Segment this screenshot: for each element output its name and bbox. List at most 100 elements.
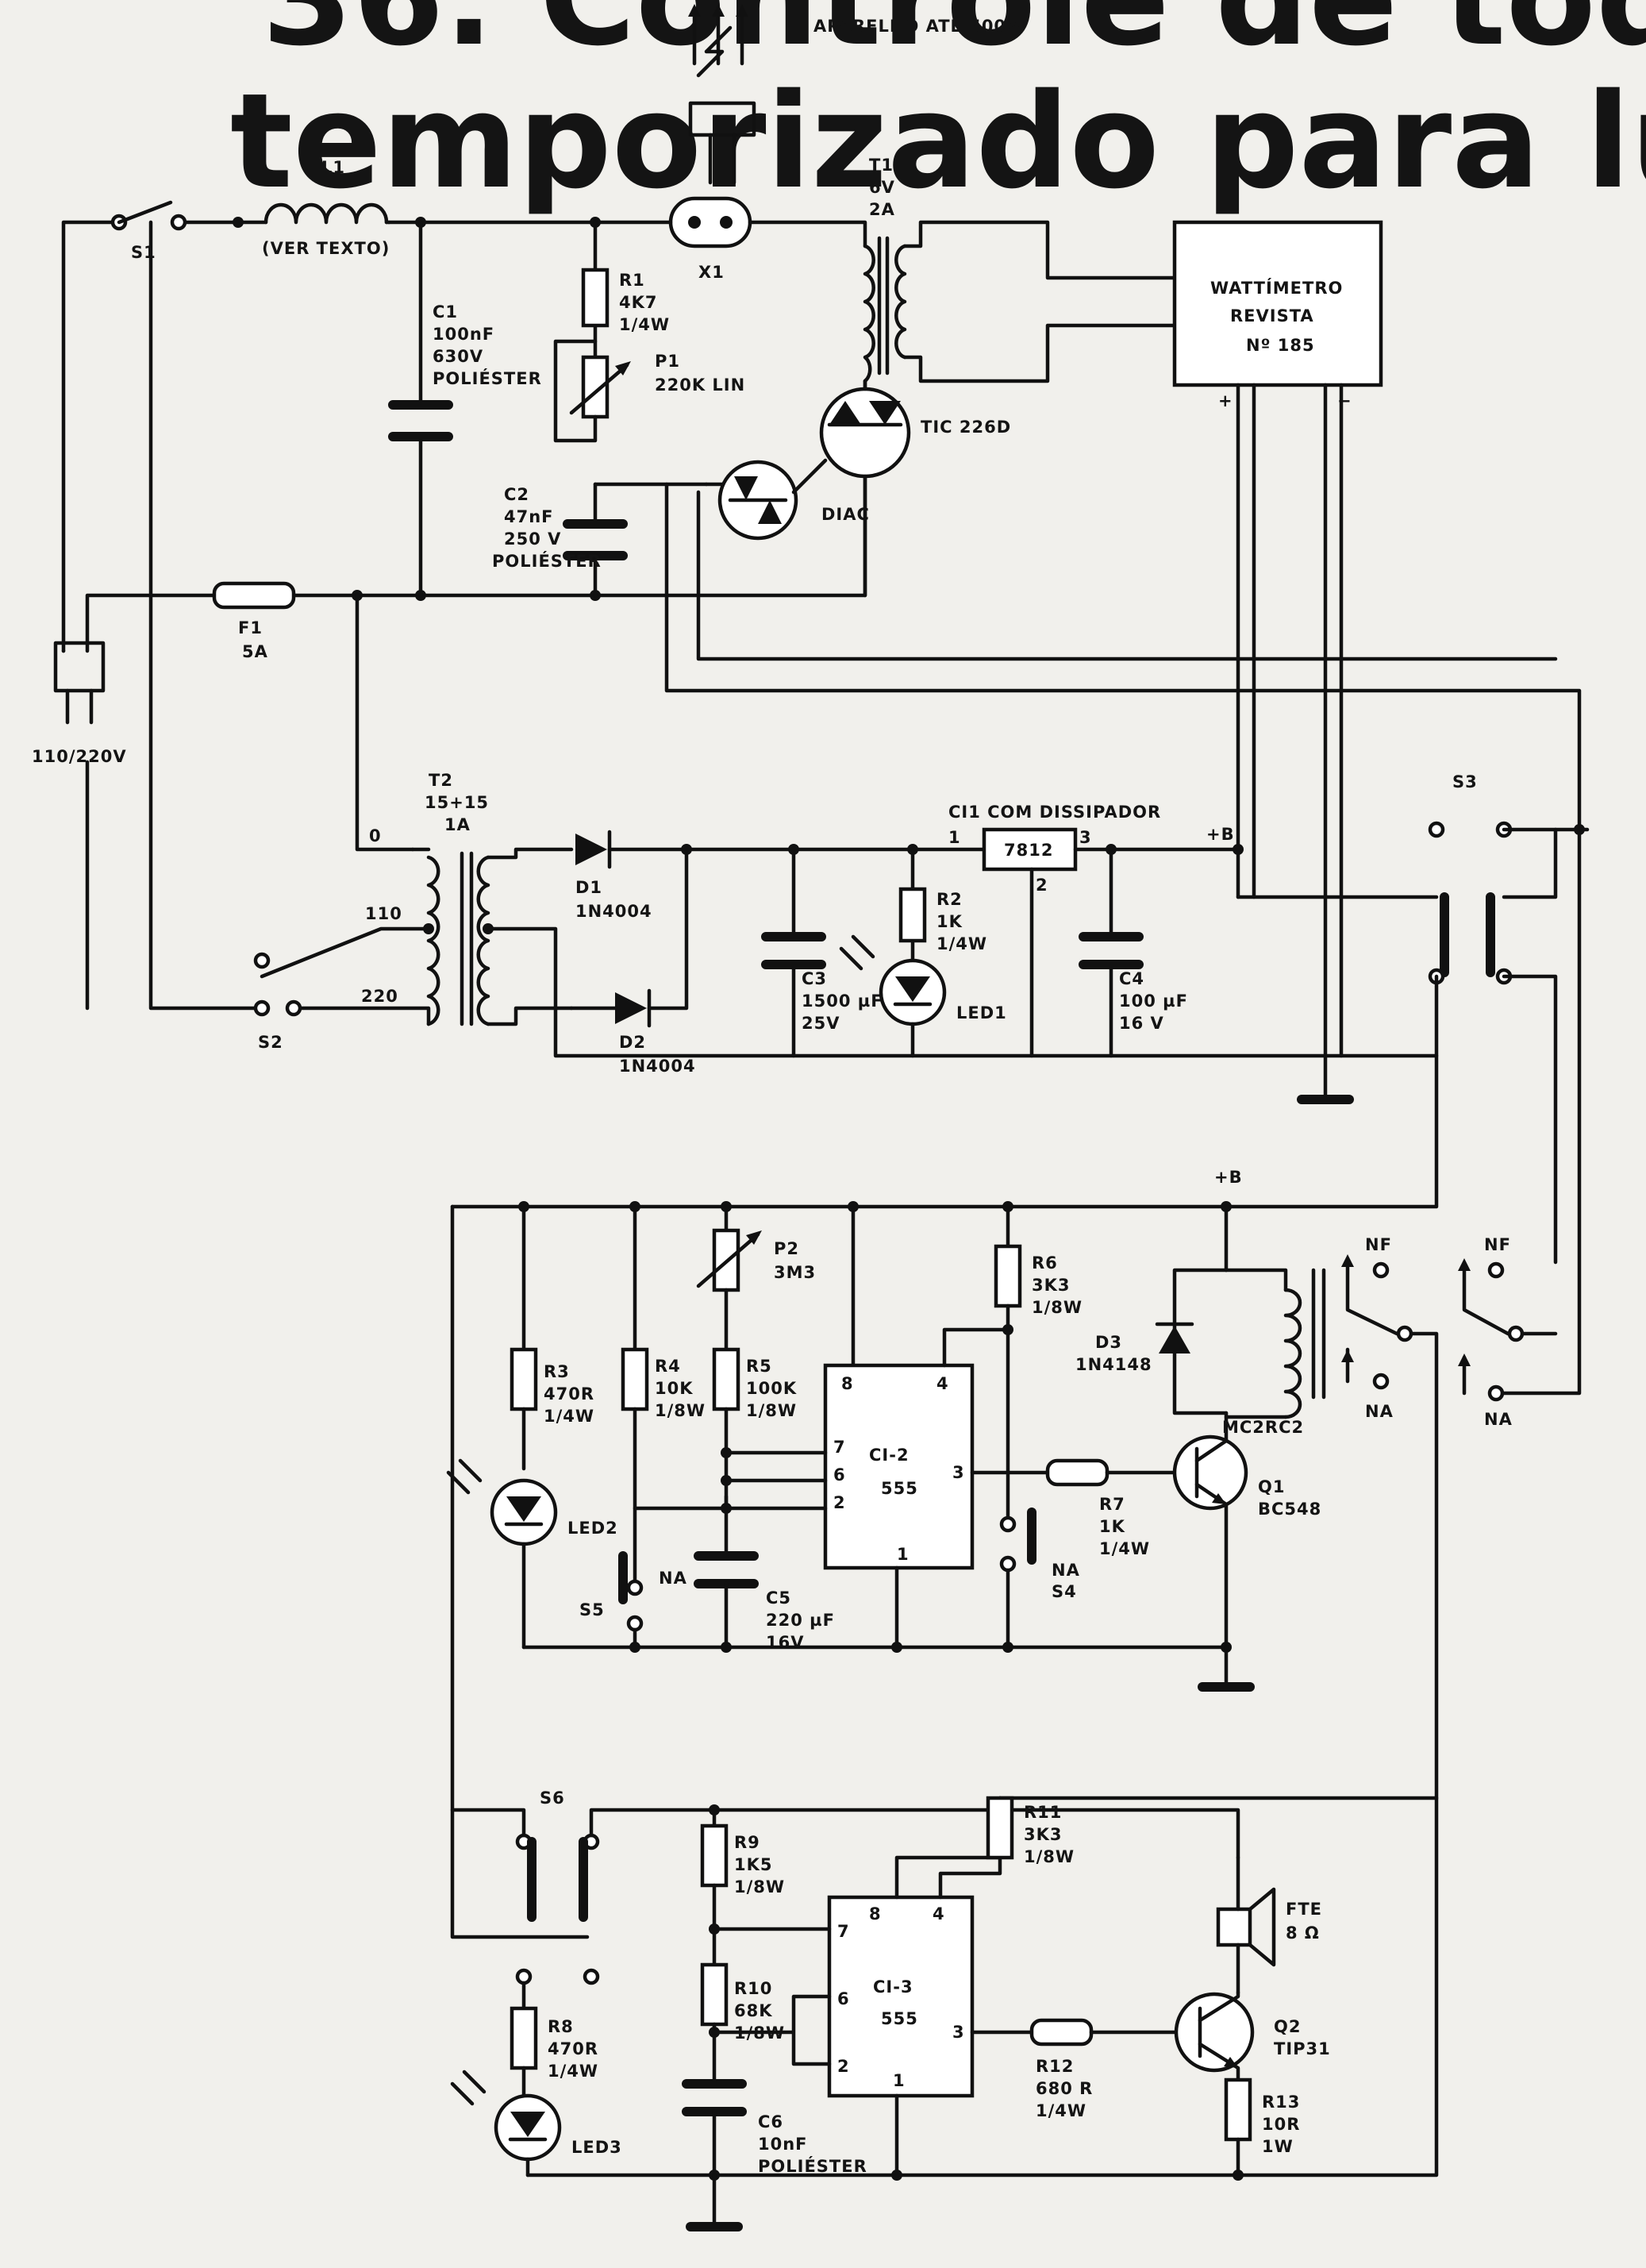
r8-watt: 1/4W	[548, 2062, 598, 2081]
switch-s2	[253, 952, 302, 1017]
c3-name: C3	[802, 969, 827, 988]
r12-watt: 1/4W	[1036, 2101, 1086, 2120]
mains-plug	[53, 641, 106, 725]
r2-watt: 1/4W	[936, 934, 987, 953]
reg-pin1: 1	[948, 828, 961, 847]
inductor-l1	[263, 202, 391, 225]
ci3-name: CI-3	[873, 1977, 913, 1997]
d3-value: 1N4148	[1075, 1355, 1152, 1374]
ci2-pin6: 6	[833, 1465, 846, 1484]
t1-amp: 2A	[869, 200, 895, 219]
fte-name: FTE	[1286, 1900, 1322, 1919]
ci3-pin2: 2	[837, 2057, 850, 2076]
capacitor-c4	[1079, 847, 1144, 1058]
fte-value: 8 Ω	[1286, 1923, 1320, 1943]
ci2-name: CI-2	[869, 1446, 910, 1465]
relay2-na: NA	[1484, 1410, 1513, 1429]
r11-name: R11	[1024, 1803, 1062, 1822]
ic-ci2-555	[721, 1327, 1050, 1650]
d1-name: D1	[575, 878, 602, 897]
d3-name: D3	[1095, 1333, 1122, 1352]
led2-label: LED2	[567, 1519, 618, 1538]
q1-value: BC548	[1258, 1500, 1321, 1519]
reg-pin3: 3	[1079, 828, 1092, 847]
diode-d3	[1155, 1322, 1194, 1353]
tap-220: 220	[361, 987, 398, 1006]
d2-name: D2	[619, 1033, 646, 1052]
resistor-r8	[510, 2006, 538, 2098]
regulator-7812	[982, 827, 1240, 1058]
f1-value: 5A	[242, 642, 268, 661]
switch-s1	[110, 200, 187, 231]
s4-label: S4	[1052, 1582, 1077, 1601]
outlet-x1	[668, 196, 752, 248]
t1-volt: 6V	[869, 178, 895, 197]
c4-name: C4	[1119, 969, 1144, 988]
background-title-line1: 36. Controle de toque	[262, 0, 1646, 75]
d1-value: 1N4004	[575, 902, 652, 921]
regulator-label: 7812	[1004, 841, 1053, 860]
r2-value: 1K	[936, 912, 963, 931]
relay-contacts-2	[1458, 831, 1582, 1402]
c1-type: POLIÉSTER	[433, 368, 542, 388]
r11-value: 3K3	[1024, 1825, 1063, 1844]
r7-watt: 1/4W	[1099, 1539, 1150, 1558]
diac-label: DIAC	[821, 505, 870, 524]
r10-name: R10	[734, 1979, 772, 1998]
triac-tic226d	[819, 379, 911, 598]
c3-voltage: 25V	[802, 1014, 840, 1033]
capacitor-c5	[694, 1551, 759, 1650]
p1-value: 220K LIN	[655, 375, 745, 395]
r13-watt: 1W	[1262, 2137, 1294, 2156]
r4-watt: 1/8W	[655, 1401, 706, 1420]
resistor-r11	[986, 1796, 1014, 1860]
c1-voltage: 630V	[433, 347, 483, 366]
led2	[446, 1458, 558, 1650]
c2-value: 47nF	[504, 507, 554, 526]
s6-label: S6	[540, 1789, 565, 1808]
r5-name: R5	[746, 1357, 772, 1376]
ci2-chip: 555	[881, 1479, 918, 1498]
s2-label: S2	[258, 1033, 283, 1052]
c5-name: C5	[766, 1588, 791, 1608]
diode-d1	[575, 830, 986, 869]
s5-label: S5	[579, 1600, 605, 1619]
capacitor-c1	[388, 220, 453, 598]
resistor-r12	[1029, 2018, 1177, 2047]
r8-value: 470R	[548, 2039, 598, 2058]
alarm-section: S6 R8 470R 1/4W LED3 R9 1K5 1/8W	[450, 1789, 1439, 2231]
ci2-pin7: 7	[833, 1438, 846, 1457]
q2-name: Q2	[1274, 2017, 1301, 2036]
d2-value: 1N4004	[619, 1057, 696, 1076]
resistor-r13	[1224, 2077, 1252, 2178]
r6-value: 3K3	[1032, 1276, 1071, 1295]
mains-label: 110/220V	[32, 747, 127, 766]
s3-label: S3	[1452, 772, 1478, 791]
mains-section: APARELHO ATÉ 500W X1 110/220V	[32, 4, 1582, 1058]
timer-section: +B R3 470R 1/4W LED2 R4 1	[446, 831, 1582, 2178]
reg-pin2: 2	[1036, 876, 1048, 895]
ci3-pin6: 6	[837, 1989, 850, 2008]
wattmeter-line2: REVISTA	[1230, 306, 1314, 325]
switch-s5	[618, 1551, 644, 1650]
ci2-pin4: 4	[936, 1374, 949, 1393]
r13-value: 10R	[1262, 2115, 1300, 2134]
r3-value: 470R	[544, 1384, 594, 1404]
r12-name: R12	[1036, 2057, 1074, 2076]
r4-name: R4	[655, 1357, 681, 1376]
q1-name: Q1	[1258, 1477, 1285, 1496]
capacitor-c2	[563, 482, 709, 598]
resistor-r6	[994, 1244, 1022, 1519]
s4-na: NA	[1052, 1561, 1080, 1580]
diac	[704, 458, 828, 541]
appliance-label: APARELHO ATÉ 500W	[813, 16, 1025, 36]
switch-s4	[999, 1508, 1036, 1650]
led1-label: LED1	[956, 1003, 1007, 1022]
s5-na: NA	[659, 1569, 687, 1588]
resistor-r2	[898, 847, 927, 963]
speaker-fte	[1216, 1855, 1276, 1995]
r3-watt: 1/4W	[544, 1407, 594, 1426]
t1-name: T1	[869, 156, 894, 175]
t2-amp: 1A	[444, 815, 471, 834]
led3	[450, 2070, 562, 2178]
